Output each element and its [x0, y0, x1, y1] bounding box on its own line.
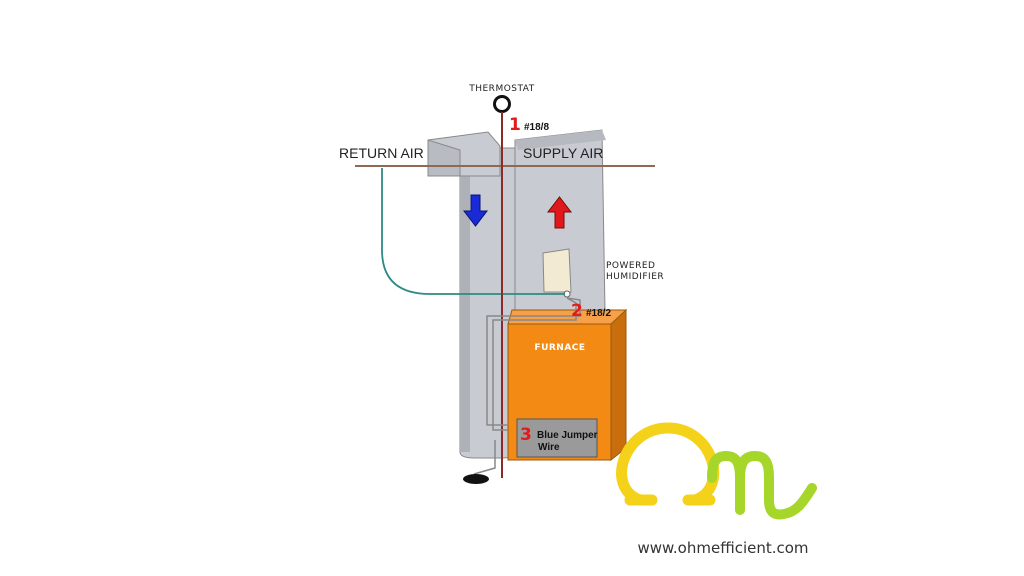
return-air-arrow-icon [462, 194, 489, 227]
step-wire-1: #18/8 [524, 122, 549, 133]
ohm-logo [616, 422, 817, 520]
thermostat-icon [493, 95, 511, 113]
jumper-label-2: Wire [538, 442, 560, 453]
gray-wiring [473, 297, 581, 475]
teal-wire [381, 168, 565, 295]
powered-humidifier-label: POWERED [606, 261, 655, 271]
furnace-label: FURNACE [534, 343, 585, 353]
powered-humidifier [542, 248, 572, 298]
return-air-label: RETURN AIR [339, 145, 424, 161]
step-number-2: 2 [571, 301, 583, 321]
step-number-3: 3 [520, 425, 532, 445]
step-number-1: 1 [509, 115, 521, 135]
furnace [507, 308, 628, 462]
floor-drain-icon [463, 474, 489, 484]
supply-air-arrow-icon [546, 196, 573, 229]
control-panel [516, 418, 598, 458]
thermostat-label: THERMOSTAT [468, 84, 535, 94]
jumper-label: Blue Jumper [537, 430, 598, 441]
website-url: www.ohmefficient.com [637, 539, 808, 557]
powered-humidifier-label-2: HUMIDIFIER [606, 272, 664, 282]
supply-air-label: SUPPLY AIR [523, 145, 603, 161]
step-wire-2: #18/2 [586, 308, 611, 319]
